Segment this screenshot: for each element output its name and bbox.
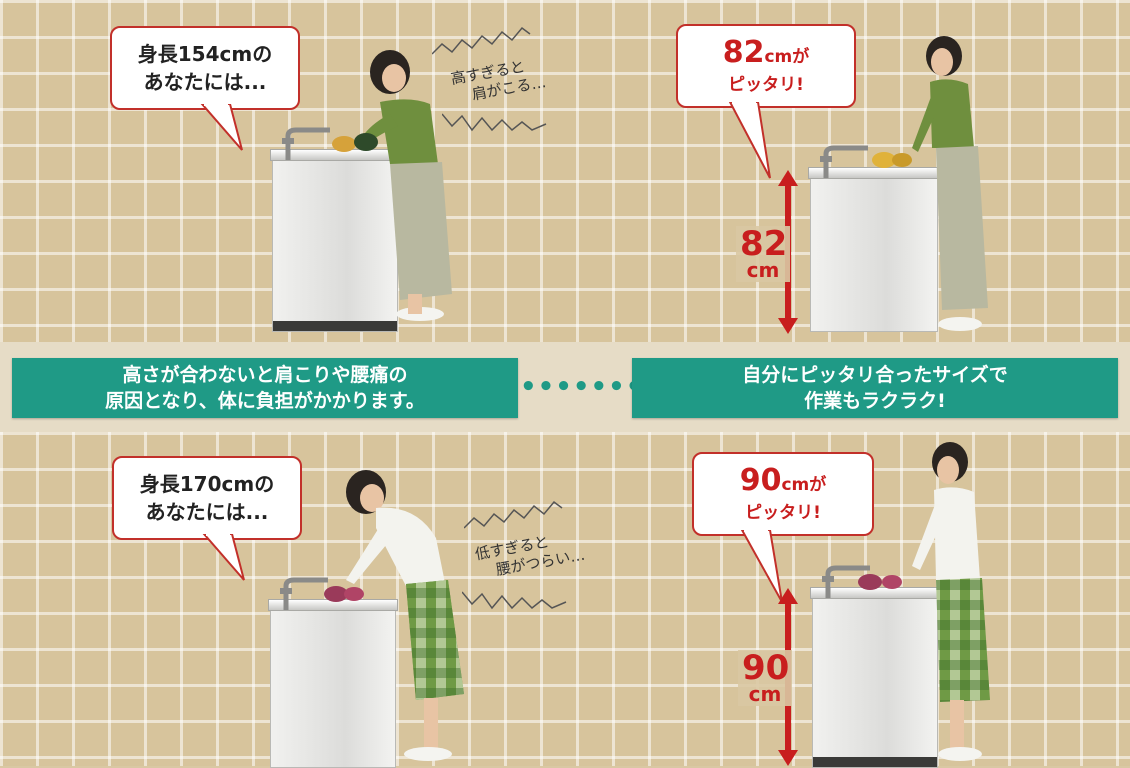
- woman-tall-upright-icon: [912, 442, 990, 761]
- faucet-icon: [280, 577, 328, 610]
- measure-number: 90: [742, 648, 790, 688]
- woman-tall-bending-icon: [346, 470, 464, 761]
- bubble-tail: [728, 102, 771, 179]
- woman-short-leaning-icon: [360, 50, 452, 321]
- vegetables-icon: [324, 586, 364, 602]
- bubble-line: あなたには...: [143, 70, 267, 94]
- kitchen-cabinet-tall: [270, 149, 400, 332]
- fit-bubble-82: 82cmが ピッタリ!: [676, 24, 856, 108]
- banner-line: 原因となり、体に負担がかかります。: [105, 390, 425, 412]
- fit-label: ピッタリ!: [728, 75, 804, 95]
- height-bubble-154: 身長154cmの あなたには...: [110, 26, 300, 110]
- fit-bubble-90: 90cmが ピッタリ!: [692, 452, 874, 536]
- fit-label: ピッタリ!: [745, 503, 821, 523]
- problem-banner: 高さが合わないと肩こりや腰痛の 原因となり、体に負担がかかります。: [12, 358, 518, 418]
- faucet-icon: [820, 145, 868, 178]
- faucet-icon: [282, 127, 330, 160]
- banner-line: 自分にピッタリ合ったサイズで: [742, 364, 1008, 386]
- vegetables-icon: [332, 133, 378, 152]
- measure-number: 82: [740, 224, 788, 264]
- strain-zigzag-top: [464, 500, 563, 529]
- strain-zigzag-bottom: [442, 113, 547, 132]
- bubble-line: あなたには...: [145, 500, 269, 524]
- fit-height-unit: cmが: [781, 475, 827, 495]
- kitchen-cabinet-fit: [808, 167, 940, 332]
- bubble-tail: [740, 530, 783, 603]
- measure-unit: cm: [746, 258, 780, 282]
- strain-zigzag-top: [432, 26, 531, 55]
- fit-height: 82cmが: [723, 36, 810, 74]
- measure-unit: cm: [748, 682, 782, 706]
- fit-height-unit: cmが: [764, 47, 810, 67]
- bubble-line: 身長154cmの: [137, 42, 273, 66]
- connector-dots: •••••••••: [520, 372, 679, 402]
- fit-height-number: 90: [739, 463, 782, 498]
- solution-banner: 自分にピッタリ合ったサイズで 作業もラクラク!: [632, 358, 1118, 418]
- height-bubble-170: 身長170cmの あなたには...: [112, 456, 302, 540]
- bubble-tail: [200, 104, 243, 151]
- bubble-line: 身長170cmの: [139, 472, 275, 496]
- height-measure-82: 82 cm: [736, 226, 790, 282]
- strain-zigzag-bottom: [462, 591, 567, 610]
- kitchen-cabinet-fit-tall: [810, 587, 940, 768]
- banner-line: 作業もラクラク!: [804, 390, 946, 412]
- faucet-icon: [822, 565, 870, 598]
- fit-height-number: 82: [722, 35, 765, 70]
- banner-line: 高さが合わないと肩こりや腰痛の: [122, 364, 408, 386]
- woman-short-upright-icon: [912, 36, 988, 331]
- height-measure-90: 90 cm: [738, 650, 792, 706]
- vegetables-icon: [872, 152, 912, 168]
- fit-height: 90cmが: [740, 464, 827, 502]
- bubble-tail: [202, 534, 245, 581]
- vegetables-icon: [858, 574, 902, 590]
